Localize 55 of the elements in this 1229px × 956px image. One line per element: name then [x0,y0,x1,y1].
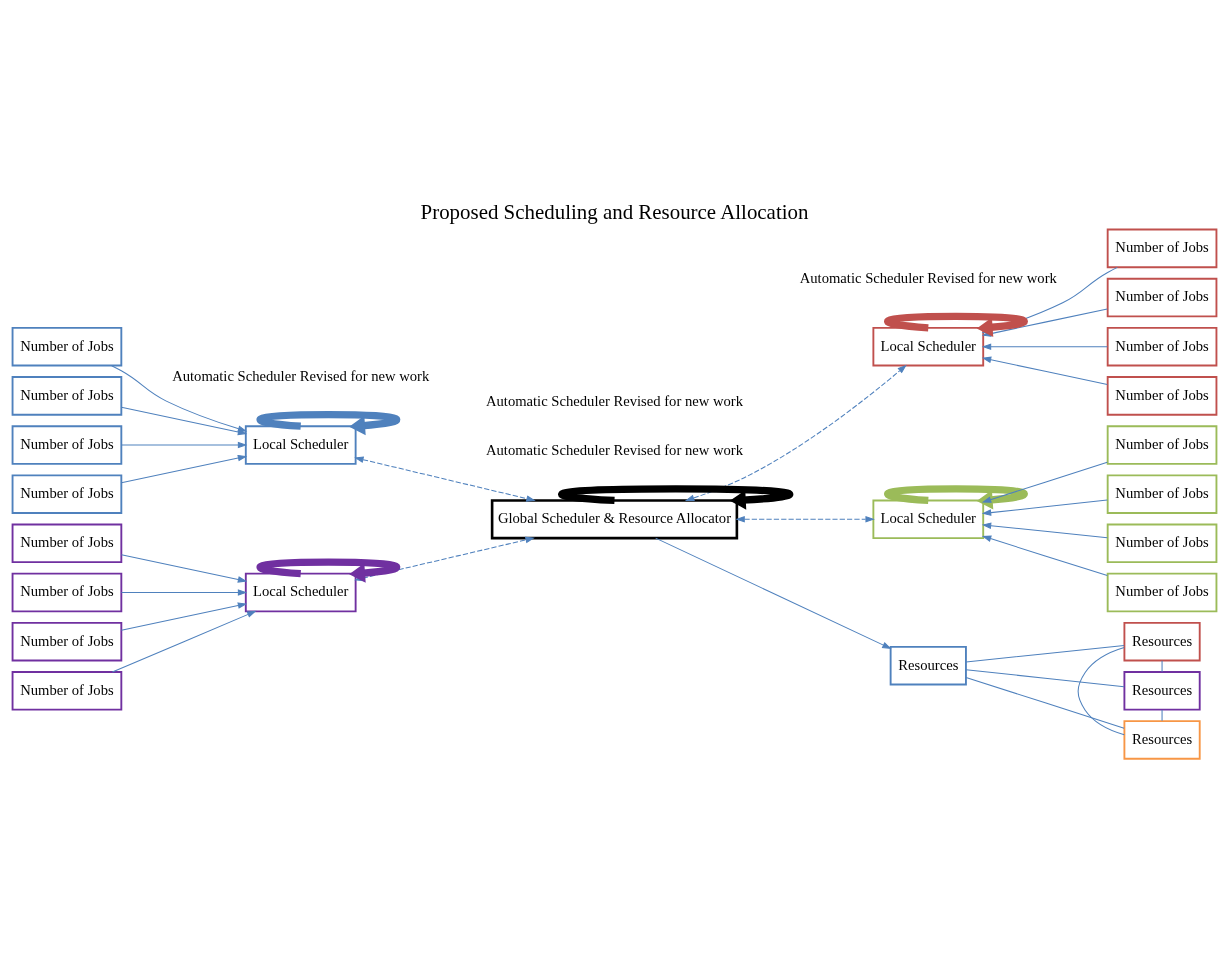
connector [1161,659,1163,672]
node-box: Number of Jobs [1106,228,1218,268]
arrow [111,610,257,672]
node-box: Number of Jobs [11,670,123,711]
node-box: Number of Jobs [11,473,123,514]
node-box: Resources [1123,621,1201,661]
node-box: Resources [889,645,967,685]
node-box: Number of Jobs [1106,375,1218,416]
node-box: Number of Jobs [1106,277,1218,317]
node-box: Number of Jobs [1106,326,1218,366]
arrow [257,410,399,435]
node-box: Resources [1123,670,1201,711]
label: Automatic Scheduler Revised for new work [799,269,1057,286]
label: Automatic Scheduler Revised for new work [172,367,430,384]
arrow [981,461,1108,503]
arrow [120,454,248,483]
arrow [981,521,1108,538]
node-box: Number of Jobs [1106,424,1218,465]
arrow [981,356,1108,385]
node-box: Global Scheduler & Resource Allocator [490,498,739,539]
node-box: Number of Jobs [11,326,123,366]
arrow [981,498,1108,516]
label: Automatic Scheduler Revised for new work [485,441,744,458]
connector [965,644,1125,662]
node-box: Number of Jobs [11,375,123,416]
arrow [981,342,1108,350]
arrow [120,601,248,631]
arrow [120,441,248,448]
label: Automatic Scheduler Revised for new work [485,392,744,409]
arrow [735,515,875,523]
connector [1161,709,1163,721]
arrow [981,535,1108,576]
node-box: Number of Jobs [1106,473,1218,514]
connector [1077,646,1125,735]
node-box: Number of Jobs [11,621,123,661]
arrow [559,484,792,510]
node-box: Number of Jobs [1106,523,1218,563]
node-box: Number of Jobs [11,572,123,612]
node-box: Number of Jobs [11,523,123,563]
node-box: Local Scheduler [872,326,985,366]
connector [965,676,1125,729]
node-box: Local Scheduler [244,424,357,465]
arrow [120,588,248,596]
diagram-title: Proposed Scheduling and Resource Allocation [420,199,809,224]
connector [965,668,1125,687]
node-box: Resources [1123,719,1201,760]
node-box: Number of Jobs [1106,572,1218,612]
arrow [120,553,248,583]
arrow [684,364,907,501]
arrow [655,537,892,649]
node-box: Local Scheduler [244,572,357,612]
node-box: Number of Jobs [11,424,123,465]
node-box: Local Scheduler [872,499,985,539]
arrow [885,484,1027,510]
arrow [354,456,536,502]
